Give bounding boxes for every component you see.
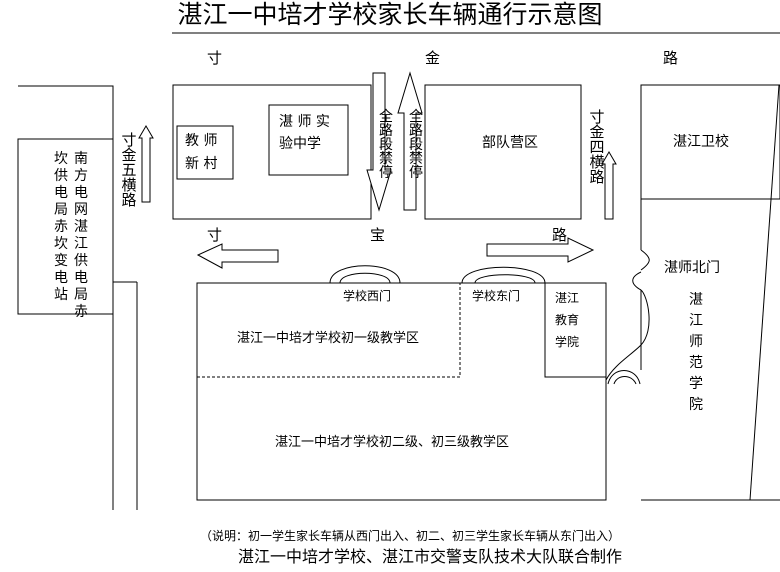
west-gate-arc-outer xyxy=(329,265,401,284)
teacher-village-box xyxy=(176,125,234,180)
center-down-arrow xyxy=(366,72,392,212)
health-school-box xyxy=(640,84,780,200)
college-curve-wall xyxy=(605,289,650,381)
experimental-school-box xyxy=(268,104,349,176)
west-gate-label: 学校西门 xyxy=(343,289,392,303)
health-school-label: 湛江卫校 xyxy=(673,134,729,150)
credit-footer: 湛江一中培才学校、湛江市交警支队技术大队联合制作 xyxy=(238,547,623,566)
power-station-label-col1: 南方电网湛江供电局赤 xyxy=(74,151,88,320)
power-station-box xyxy=(17,138,114,315)
education-institute-line2: 教育 xyxy=(555,313,580,327)
normal-college-label: 湛江师范学院 xyxy=(689,292,703,413)
no-stopping-label-left: 全路段禁停 xyxy=(379,109,393,181)
north-gate-arc-lower xyxy=(632,271,642,291)
right-road-up-arrow xyxy=(601,151,617,220)
teacher-village-line2: 新 村 xyxy=(185,156,218,172)
middle-road-char-2: 宝 xyxy=(370,226,386,244)
normal-north-gate-label: 湛师北门 xyxy=(664,260,720,276)
experimental-school-line2: 验中学 xyxy=(279,136,321,152)
top-road-char-3: 路 xyxy=(663,49,679,67)
grade23-teaching-area-label: 湛江一中培才学校初二级、初三级教学区 xyxy=(275,435,510,450)
teacher-village-line1: 教 师 xyxy=(185,133,218,149)
education-institute-box xyxy=(544,282,607,378)
explanation-note: （说明：初一学生家长车辆从西门出入、初二、初三学生家长车辆从东门出入） xyxy=(200,529,621,543)
west-road-arrow xyxy=(196,243,279,269)
education-institute-line3: 学院 xyxy=(555,335,580,349)
experimental-school-line1: 湛 师 实 xyxy=(279,114,330,130)
no-stopping-label-right: 全路段禁停 xyxy=(409,109,423,181)
east-gate-arc-inner xyxy=(474,274,536,284)
east-gate-label: 学校东门 xyxy=(472,289,521,303)
north-gate-arc-upper xyxy=(640,249,650,271)
power-station-label-col2: 坎供电局赤坎变电站 xyxy=(54,151,68,303)
center-up-arrow xyxy=(397,71,423,211)
left-vertical-road-label: 寸金五横路 xyxy=(121,131,137,209)
right-vertical-road-label: 寸金四横路 xyxy=(589,108,605,186)
side-gate-arc-outer xyxy=(607,370,641,385)
east-road-arrow xyxy=(486,237,595,263)
left-road-up-arrow xyxy=(138,125,154,203)
grade1-area-border xyxy=(197,283,461,378)
grade1-teaching-area-label: 湛江一中培才学校初一级教学区 xyxy=(237,331,420,346)
middle-road-char-1: 寸 xyxy=(207,226,223,244)
side-gate-arc-inner xyxy=(613,376,637,385)
middle-road-char-3: 路 xyxy=(552,226,568,244)
army-camp-box xyxy=(424,84,582,220)
map-title: 湛江一中培才学校家长车辆通行示意图 xyxy=(177,0,603,29)
east-gate-arc-outer xyxy=(461,266,546,284)
left-boundary xyxy=(18,85,114,510)
education-institute-line1: 湛江 xyxy=(555,291,580,305)
college-east-edge xyxy=(749,84,780,501)
top-road-char-2: 金 xyxy=(425,49,441,67)
army-camp-label: 部队营区 xyxy=(482,135,538,151)
top-road-char-1: 寸 xyxy=(207,49,223,67)
west-gate-arc-inner xyxy=(339,272,391,284)
